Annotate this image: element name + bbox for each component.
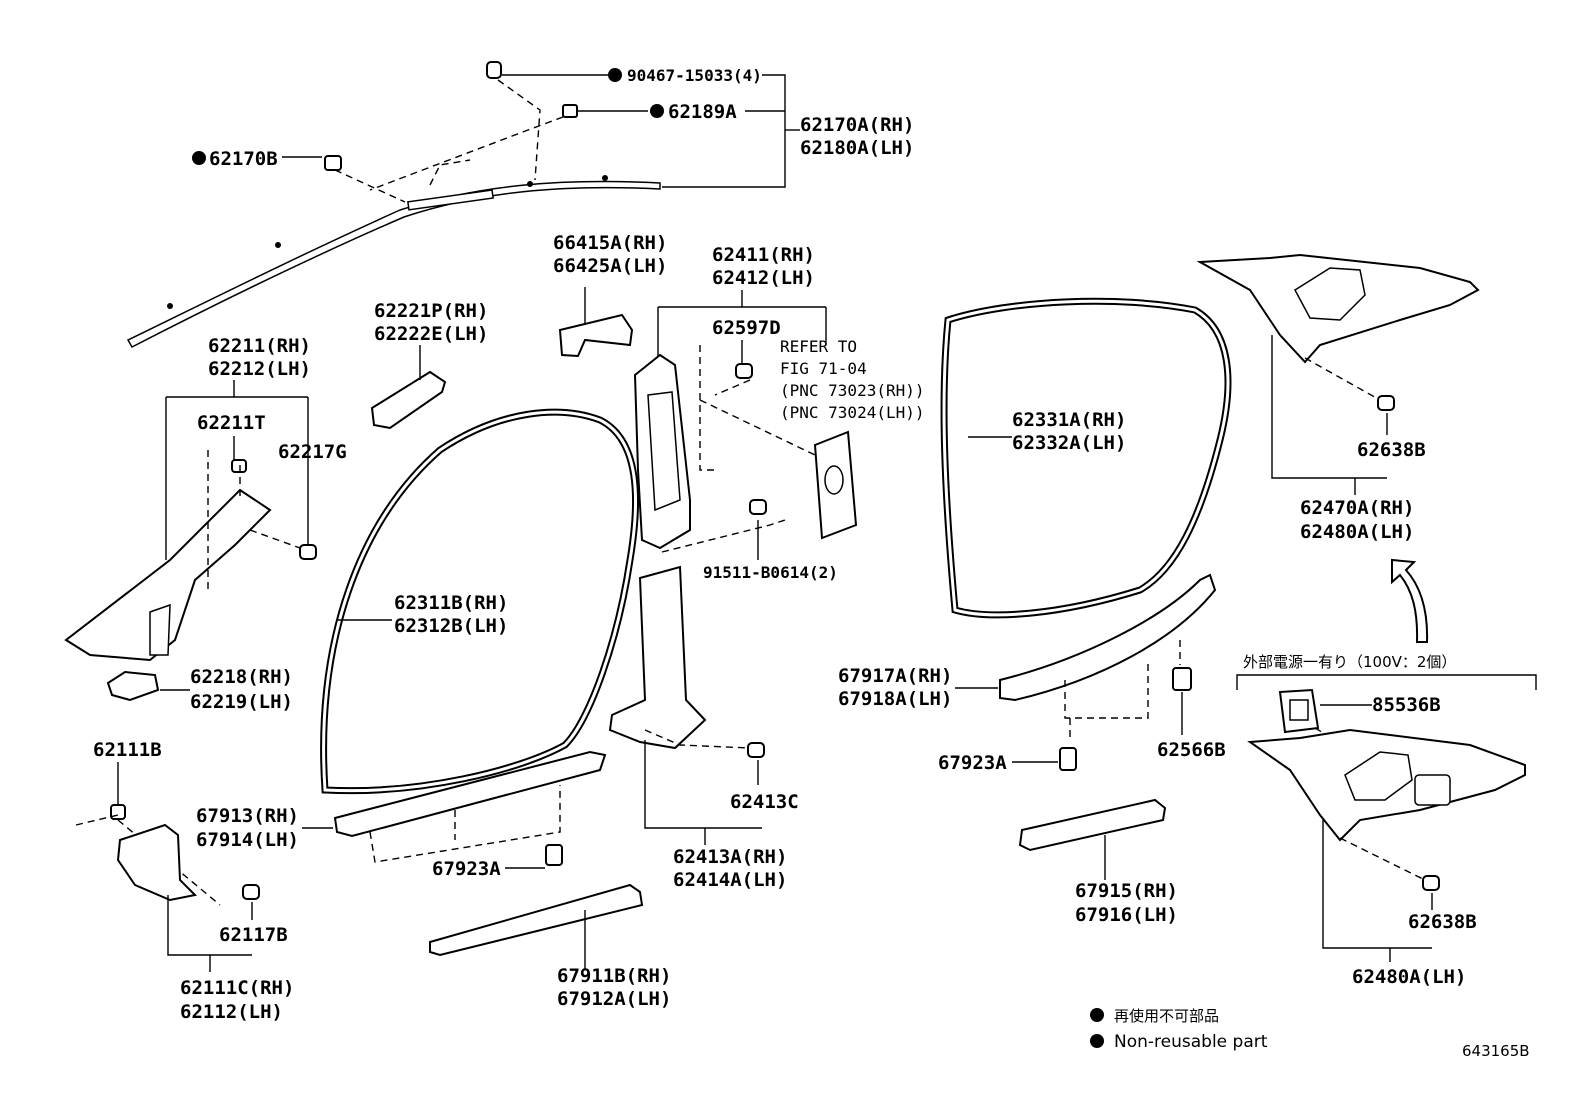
label-62111c-rh: 62111C(RH) (180, 977, 294, 999)
label-62331a-rh: 62331A(RH) (1012, 409, 1126, 431)
arrow-up-icon (1391, 558, 1429, 643)
clip-62566b-icon (1172, 667, 1192, 691)
clip-62211t-icon (231, 459, 247, 473)
label-62414a-lh: 62414A(LH) (673, 869, 787, 891)
bolt-91511-icon (749, 499, 767, 515)
clip-67923a-left-icon (545, 844, 563, 866)
external-power-note: 外部電源一有り（100V：2個） (1243, 653, 1456, 671)
bracket-62221p-icon (370, 370, 447, 430)
clip-67923a-right-icon (1059, 747, 1077, 771)
label-66425a-lh: 66425A(LH) (553, 255, 667, 277)
label-62211t: 62211T (197, 412, 266, 434)
label-62412-lh: 62412(LH) (712, 267, 815, 289)
label-62221p-rh: 62221P(RH) (374, 300, 488, 322)
label-62212-lh: 62212(LH) (208, 358, 311, 380)
label-67915-rh: 67915(RH) (1075, 880, 1178, 902)
a-pillar-garnish (64, 488, 272, 662)
label-62638b-top: 62638B (1357, 439, 1426, 461)
label-62211-rh: 62211(RH) (208, 335, 311, 357)
refer-note-line-4: (PNC 73024(LH)) (780, 403, 925, 422)
label-62480a-lh-bottom: 62480A(LH) (1352, 966, 1466, 988)
label-62332a-lh: 62332A(LH) (1012, 432, 1126, 454)
clip-62117b-icon (242, 884, 260, 900)
bracket-66415a-icon (558, 313, 634, 358)
label-66415a-rh: 66415A(RH) (553, 232, 667, 254)
non-reusable-marker-icon (1090, 1034, 1104, 1048)
label-62218-rh: 62218(RH) (190, 666, 293, 688)
label-62170b: 62170B (209, 148, 278, 170)
label-62480a-lh-top: 62480A(LH) (1300, 521, 1414, 543)
bracket-62218-icon (106, 670, 160, 702)
label-62470a-rh: 62470A(RH) (1300, 497, 1414, 519)
power-outlet-85536b-icon (1278, 688, 1320, 734)
label-62413a-rh: 62413A(RH) (673, 846, 787, 868)
legend-japanese: 再使用不可部品 (1114, 1007, 1219, 1025)
label-62222e-lh: 62222E(LH) (374, 323, 488, 345)
label-85536b: 85536B (1372, 694, 1441, 716)
label-62413c: 62413C (730, 791, 799, 813)
roof-side-inner-garnish-upper (1196, 253, 1480, 364)
cowl-side-trim (116, 823, 198, 902)
label-67913-rh: 67913(RH) (196, 805, 299, 827)
clip-90467-icon (486, 61, 502, 79)
bolt-62111b-icon (110, 804, 126, 820)
clip-62217g-icon (299, 544, 317, 560)
legend: 再使用不可部品 Non-reusable part (1090, 1007, 1268, 1052)
label-67916-lh: 67916(LH) (1075, 904, 1178, 926)
label-67914-lh: 67914(LH) (196, 829, 299, 851)
label-67918a-lh: 67918A(LH) (838, 688, 952, 710)
rear-door-weatherstrip (940, 297, 1232, 619)
clip-62638b-top-icon (1377, 395, 1395, 411)
label-62180a-lh: 62180A(LH) (800, 137, 914, 159)
label-62311b-rh: 62311B(RH) (394, 592, 508, 614)
front-door-step-plate (429, 883, 644, 957)
front-door-weatherstrip (320, 408, 640, 795)
rear-door-step-plate (1018, 798, 1167, 852)
diagram-id: 643165B (1462, 1042, 1530, 1060)
clip-62638b-bottom-icon (1422, 875, 1440, 891)
label-62411-rh: 62411(RH) (712, 244, 815, 266)
rear-scuff-plate (999, 573, 1217, 702)
label-62170a-rh: 62170A(RH) (800, 114, 914, 136)
label-62312b-lh: 62312B(LH) (394, 615, 508, 637)
label-62112-lh: 62112(LH) (180, 1001, 283, 1023)
refer-note-line-1: REFER TO (780, 337, 857, 356)
center-pillar-lower-garnish (608, 565, 707, 750)
label-91511-b0614: 91511-B0614(2) (703, 563, 838, 582)
label-62217g: 62217G (278, 441, 347, 463)
label-62597d: 62597D (712, 317, 781, 339)
label-90467-15033: 90467-15033(4) (627, 66, 762, 85)
label-62219-lh: 62219(LH) (190, 691, 293, 713)
label-67917a-rh: 67917A(RH) (838, 665, 952, 687)
front-scuff-plate (333, 750, 607, 838)
clip-62189a-icon (562, 104, 578, 118)
refer-note-line-3: (PNC 73023(RH)) (780, 381, 925, 400)
clip-62597d-icon (735, 363, 753, 379)
label-62189a: 62189A (668, 101, 737, 123)
clip-62413c-icon (747, 742, 765, 758)
refer-note-line-2: FIG 71-04 (780, 359, 867, 378)
label-67923a-left: 67923A (432, 858, 501, 880)
seat-belt-anchor-cover (813, 430, 858, 540)
label-67911b-rh: 67911B(RH) (557, 965, 671, 987)
label-62117b: 62117B (219, 924, 288, 946)
non-reusable-marker-icon (1090, 1008, 1104, 1022)
roof-rail-part (126, 175, 661, 348)
label-67923a-right: 67923A (938, 752, 1007, 774)
label-62566b: 62566B (1157, 739, 1226, 761)
label-62111b: 62111B (93, 739, 162, 761)
clip-62170b-icon (324, 155, 342, 171)
roof-side-inner-garnish-lower (1247, 728, 1526, 842)
label-62638b-bottom: 62638B (1408, 911, 1477, 933)
b-pillar-upper-garnish (633, 353, 691, 550)
legend-english: Non-reusable part (1114, 1032, 1268, 1052)
label-67912a-lh: 67912A(LH) (557, 988, 671, 1010)
